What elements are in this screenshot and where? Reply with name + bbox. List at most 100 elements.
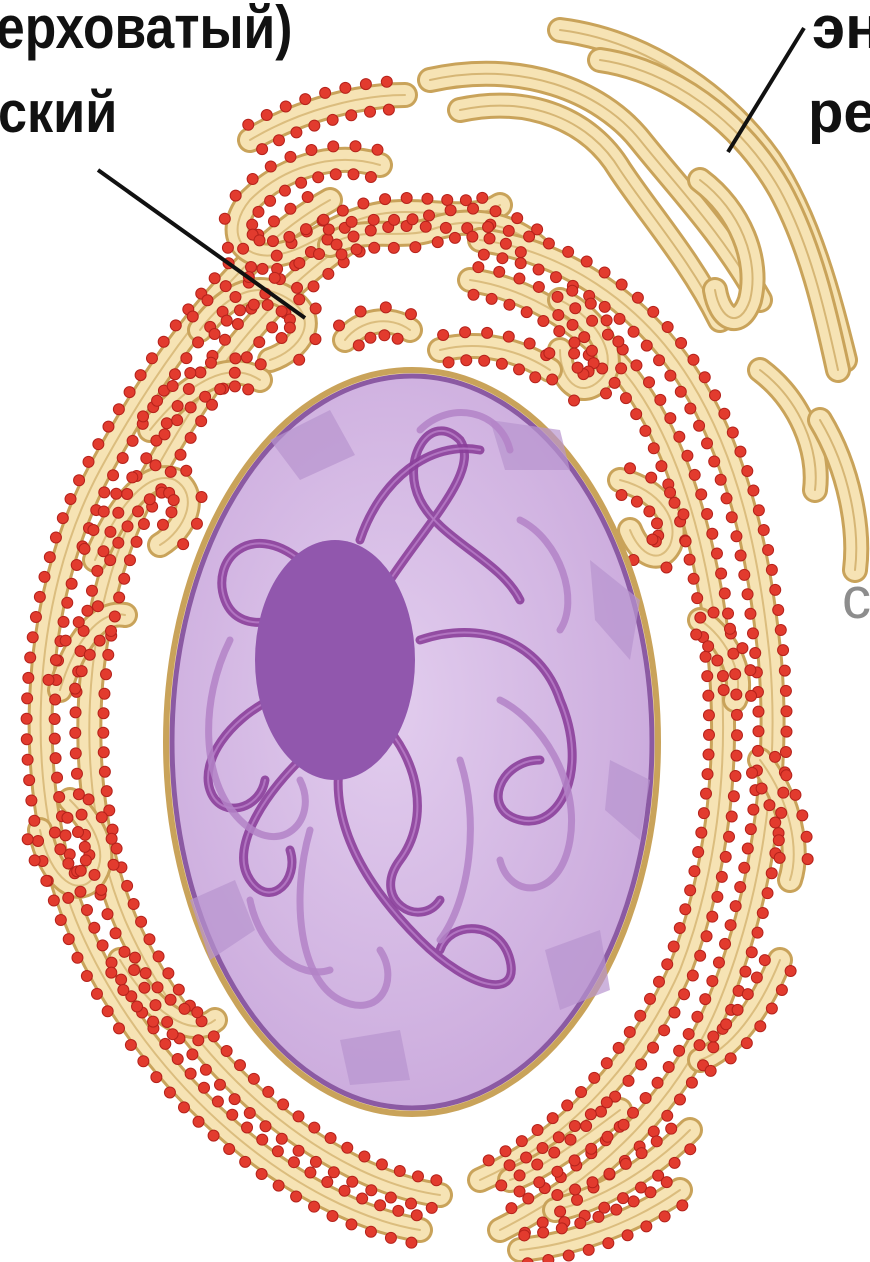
ribosome [676, 337, 687, 348]
ribosome [644, 506, 655, 517]
ribosome [83, 456, 94, 467]
ribosome [651, 1136, 662, 1147]
ribosome [514, 273, 525, 284]
ribosome [703, 690, 714, 701]
ribosome [328, 141, 339, 152]
ribosome [779, 665, 790, 676]
ribosome [726, 811, 737, 822]
ribosome [248, 1073, 259, 1084]
ribosome [406, 1198, 417, 1209]
ribosome [256, 1169, 267, 1180]
ribosome [440, 222, 451, 233]
ribosome [569, 337, 580, 348]
ribosome [348, 231, 359, 242]
ribosome [645, 1187, 656, 1198]
ribosome [284, 231, 295, 242]
ribosome [22, 754, 33, 765]
ribosome [122, 880, 133, 891]
ribosome [636, 1059, 647, 1070]
ribosome [183, 384, 194, 395]
ribosome [262, 299, 273, 310]
ribosome [552, 291, 563, 302]
ribosome [601, 315, 612, 326]
ribosome [703, 641, 714, 652]
ribosome [620, 393, 631, 404]
ribosome [393, 1205, 404, 1216]
ribosome [420, 221, 431, 232]
ribosome [631, 409, 642, 420]
ribosome [195, 367, 206, 378]
ribosome [770, 751, 781, 762]
ribosome [257, 144, 268, 155]
ribosome [698, 808, 709, 819]
ribosome [728, 791, 739, 802]
ribosome [651, 518, 662, 529]
ribosome [234, 1060, 245, 1071]
ribosome [337, 205, 348, 216]
ribosome [484, 233, 495, 244]
ribosome [506, 1203, 517, 1214]
ribosome [569, 348, 580, 359]
ribosome [125, 1040, 136, 1051]
ribosome [562, 1100, 573, 1111]
ribosome [758, 525, 769, 536]
ribosome [504, 1160, 515, 1171]
ribosome [628, 326, 639, 337]
ribosome [593, 1211, 604, 1222]
ribosome [770, 584, 781, 595]
ribosome [187, 1049, 198, 1060]
ribosome [543, 238, 554, 249]
ribosome [246, 262, 257, 273]
ribosome [731, 531, 742, 542]
ribosome [162, 1016, 173, 1027]
ribosome [21, 713, 32, 724]
ribosome [781, 706, 792, 717]
ribosome [515, 247, 526, 258]
ribosome [358, 198, 369, 209]
ribosome [669, 497, 680, 508]
ribosome [75, 886, 86, 897]
ribosome [735, 882, 746, 893]
ribosome [496, 358, 507, 369]
ribosome [280, 101, 291, 112]
ribosome [91, 988, 102, 999]
ribosome [117, 452, 128, 463]
ribosome [620, 1158, 631, 1169]
ribosome [105, 555, 116, 566]
ribosome [62, 597, 73, 608]
ribosome [122, 521, 133, 532]
ribosome [682, 450, 693, 461]
ribosome [748, 804, 759, 815]
ribosome [257, 263, 268, 274]
ribosome [659, 1025, 670, 1036]
ribosome [500, 238, 511, 249]
ribosome [172, 1053, 183, 1064]
ribosome [178, 539, 189, 550]
ribosome [340, 82, 351, 93]
ribosome [730, 901, 741, 912]
ribosome [500, 1146, 511, 1157]
ribosome [98, 727, 109, 738]
ribosome [533, 281, 544, 292]
ribosome [309, 1201, 320, 1212]
ribosome [616, 363, 627, 374]
ribosome [700, 994, 711, 1005]
ribosome [334, 320, 345, 331]
ribosome [406, 1237, 417, 1248]
ribosome [635, 1010, 646, 1021]
ribosome [494, 266, 505, 277]
ribosome [86, 585, 97, 596]
ribosome [741, 1038, 752, 1049]
ribosome [308, 281, 319, 292]
ribosome [309, 120, 320, 131]
ribosome [219, 334, 230, 345]
ribosome [572, 1194, 583, 1205]
ribosome [407, 214, 418, 225]
ribosome [220, 281, 231, 292]
ribosome [229, 367, 240, 378]
ribosome [369, 242, 380, 253]
ribosome [80, 855, 91, 866]
ribosome [747, 628, 758, 639]
ribosome [665, 487, 676, 498]
ribosome [81, 904, 92, 915]
